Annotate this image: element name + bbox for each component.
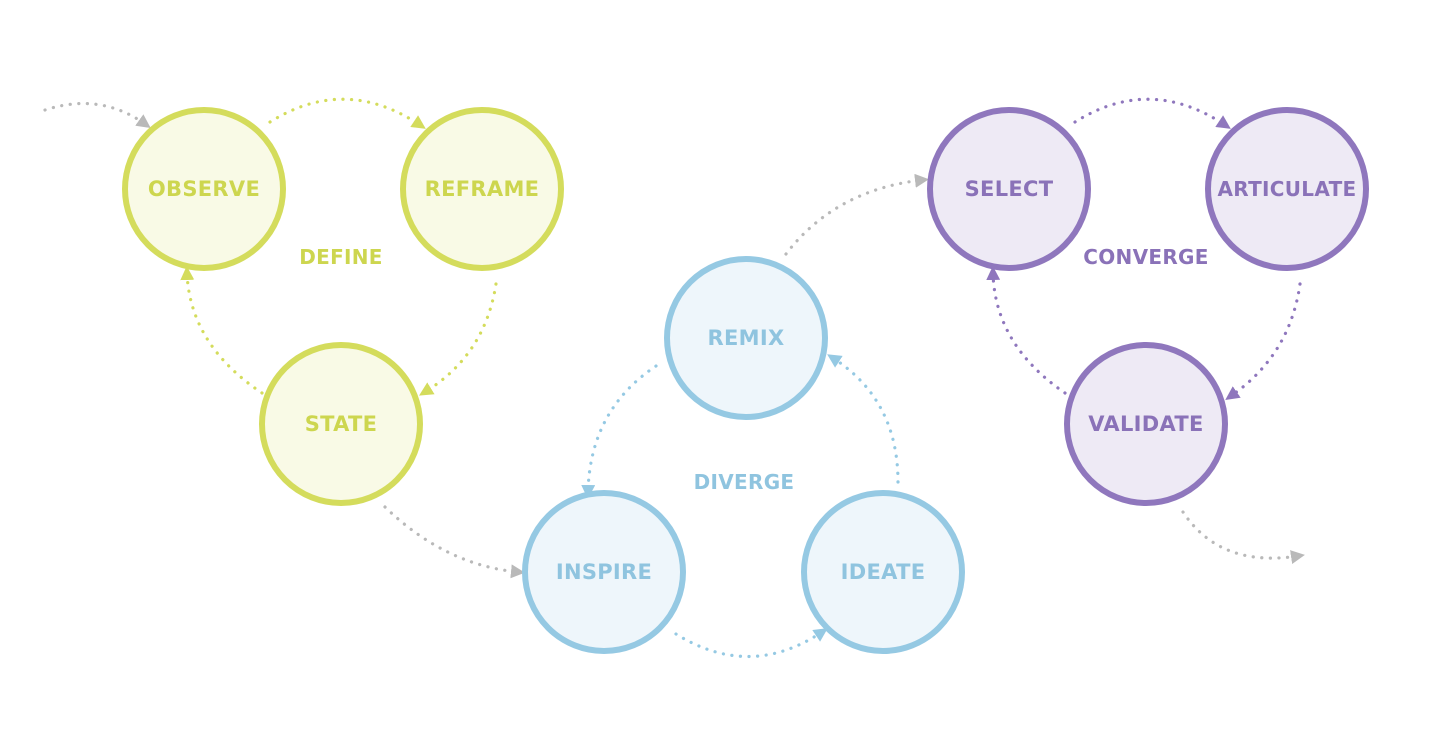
group-label-converge: CONVERGE [1083, 245, 1208, 269]
arrow-validate-to-select [986, 266, 1067, 395]
node-remix: REMIX [664, 256, 828, 420]
arrow-remix-to-inspire [581, 364, 658, 499]
node-observe: OBSERVE [122, 107, 286, 271]
arrow-remix-to-select [784, 173, 929, 256]
exit-arrow [1181, 510, 1305, 564]
arrow-inspire-to-ideate [674, 628, 828, 659]
node-observe-label: OBSERVE [148, 177, 260, 201]
arrow-ideate-to-remix [827, 354, 900, 484]
group-label-define: DEFINE [299, 245, 383, 269]
node-state-label: STATE [305, 412, 378, 436]
arrow-observe-to-reframe [268, 97, 426, 129]
node-articulate-label: ARTICULATE [1218, 177, 1357, 201]
node-reframe-label: REFRAME [425, 177, 540, 201]
node-validate: VALIDATE [1064, 342, 1228, 506]
arrow-reframe-to-state [419, 282, 498, 396]
node-articulate: ARTICULATE [1205, 107, 1369, 271]
arrow-state-to-inspire [383, 505, 525, 579]
node-reframe: REFRAME [400, 107, 564, 271]
node-remix-label: REMIX [708, 326, 785, 350]
arrow-select-to-articulate [1073, 97, 1231, 129]
entry-arrow [43, 101, 151, 129]
node-inspire-label: INSPIRE [556, 560, 652, 584]
node-ideate: IDEATE [801, 490, 965, 654]
arrow-articulate-to-validate [1225, 282, 1302, 400]
node-select: SELECT [927, 107, 1091, 271]
arrow-state-to-observe [180, 266, 264, 395]
group-label-diverge: DIVERGE [694, 470, 795, 494]
node-state: STATE [259, 342, 423, 506]
node-inspire: INSPIRE [522, 490, 686, 654]
node-ideate-label: IDEATE [841, 560, 926, 584]
node-select-label: SELECT [965, 177, 1054, 201]
node-validate-label: VALIDATE [1088, 412, 1203, 436]
